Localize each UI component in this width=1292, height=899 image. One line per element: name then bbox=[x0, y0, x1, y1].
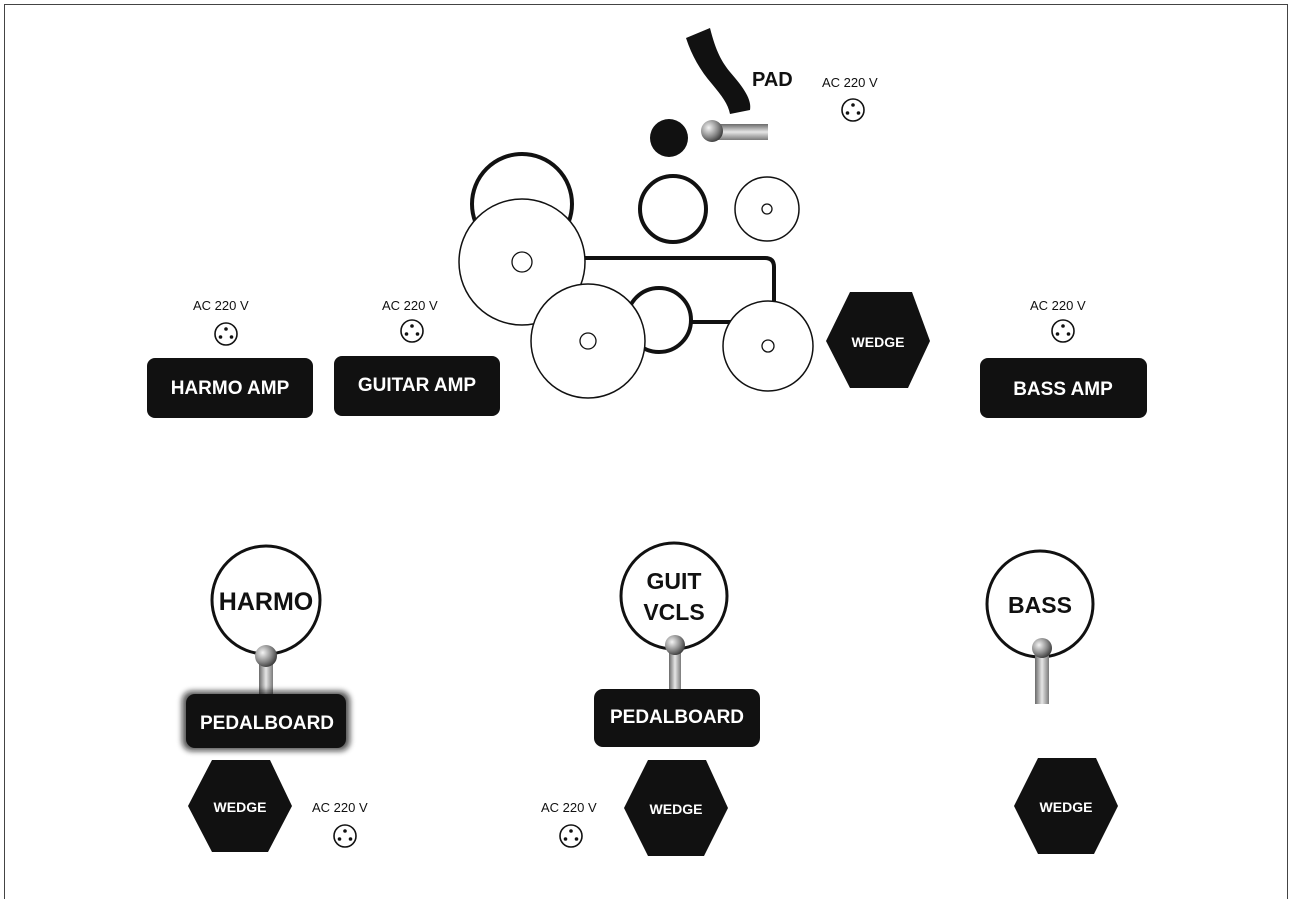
wedge-monitor-icon bbox=[826, 292, 930, 388]
power-label: AC 220 V bbox=[382, 298, 438, 313]
wedge-monitor-icon bbox=[624, 760, 728, 856]
guitar-vocals-position: GUIT VCLS PEDALBOARD AC 220 V WEDGE bbox=[541, 541, 760, 856]
wedge-label: WEDGE bbox=[852, 334, 905, 350]
mic-bass-label: BASS bbox=[1008, 592, 1072, 618]
wedge-label: WEDGE bbox=[214, 799, 267, 815]
cymbal-icon bbox=[734, 176, 800, 242]
mic-harmo-label: HARMO bbox=[219, 588, 313, 616]
guitar-amp-group: AC 220 V GUITAR AMP bbox=[334, 298, 500, 416]
power-label: AC 220 V bbox=[193, 298, 249, 313]
bass-amp bbox=[980, 358, 1147, 418]
pad-label: PAD bbox=[752, 69, 793, 91]
bass-position: BASS WEDGE bbox=[985, 549, 1118, 854]
harmo-position: HARMO PEDALBOARD WEDGE AC 220 V bbox=[182, 544, 368, 852]
harmo-amp bbox=[147, 358, 313, 418]
drum-icon bbox=[650, 119, 688, 157]
cymbal-icon bbox=[458, 198, 586, 326]
power-outlet-icon bbox=[1051, 319, 1075, 343]
power-label: AC 220 V bbox=[1030, 298, 1086, 313]
power-outlet-icon bbox=[841, 98, 865, 122]
mic-stand-ball bbox=[665, 635, 685, 655]
mic-stand-ball bbox=[255, 645, 277, 667]
wedge-monitor-icon bbox=[188, 760, 292, 852]
wedge-drums: WEDGE bbox=[826, 292, 930, 388]
power-outlet-icon bbox=[333, 824, 357, 848]
cymbal-icon bbox=[722, 300, 814, 392]
mic-guit-label-line2: VCLS bbox=[643, 599, 704, 625]
drum-kit bbox=[458, 119, 814, 399]
microphone-icon bbox=[619, 541, 729, 651]
wedge-label: WEDGE bbox=[650, 801, 703, 817]
microphone-icon bbox=[701, 120, 723, 142]
mic-stand bbox=[1035, 652, 1049, 704]
wedge-monitor-icon bbox=[1014, 758, 1118, 854]
wedge-label: WEDGE bbox=[1040, 799, 1093, 815]
power-label: AC 220 V bbox=[312, 800, 368, 815]
pedalboard-label: PEDALBOARD bbox=[610, 707, 744, 728]
power-outlet-icon bbox=[400, 319, 424, 343]
pad-icon bbox=[686, 28, 751, 114]
power-outlet-pad: AC 220 V bbox=[822, 75, 878, 122]
mic-guit-label-line1: GUIT bbox=[647, 568, 702, 594]
bass-amp-group: AC 220 V BASS AMP bbox=[980, 298, 1147, 418]
pedalboard bbox=[594, 689, 760, 747]
kick-outline bbox=[585, 256, 776, 324]
mic-stand-ball bbox=[1032, 638, 1052, 658]
power-outlet-icon bbox=[559, 824, 583, 848]
harmo-amp-label: HARMO AMP bbox=[171, 378, 290, 399]
cymbal-icon bbox=[530, 283, 646, 399]
drum-icon bbox=[638, 174, 708, 244]
guitar-amp-label: GUITAR AMP bbox=[358, 375, 477, 396]
mic-stand-pad bbox=[712, 124, 768, 140]
diagram-frame bbox=[4, 4, 1288, 899]
power-label: AC 220 V bbox=[541, 800, 597, 815]
guitar-amp bbox=[334, 356, 500, 416]
mic-stand bbox=[669, 648, 681, 694]
power-outlet-icon bbox=[214, 322, 238, 346]
harmo-amp-group: AC 220 V HARMO AMP bbox=[147, 298, 313, 418]
power-label: AC 220 V bbox=[822, 75, 878, 90]
pad-group: PAD bbox=[686, 28, 793, 114]
bass-amp-label: BASS AMP bbox=[1013, 379, 1113, 400]
pedalboard-label: PEDALBOARD bbox=[200, 713, 334, 734]
pedalboard bbox=[186, 694, 346, 748]
